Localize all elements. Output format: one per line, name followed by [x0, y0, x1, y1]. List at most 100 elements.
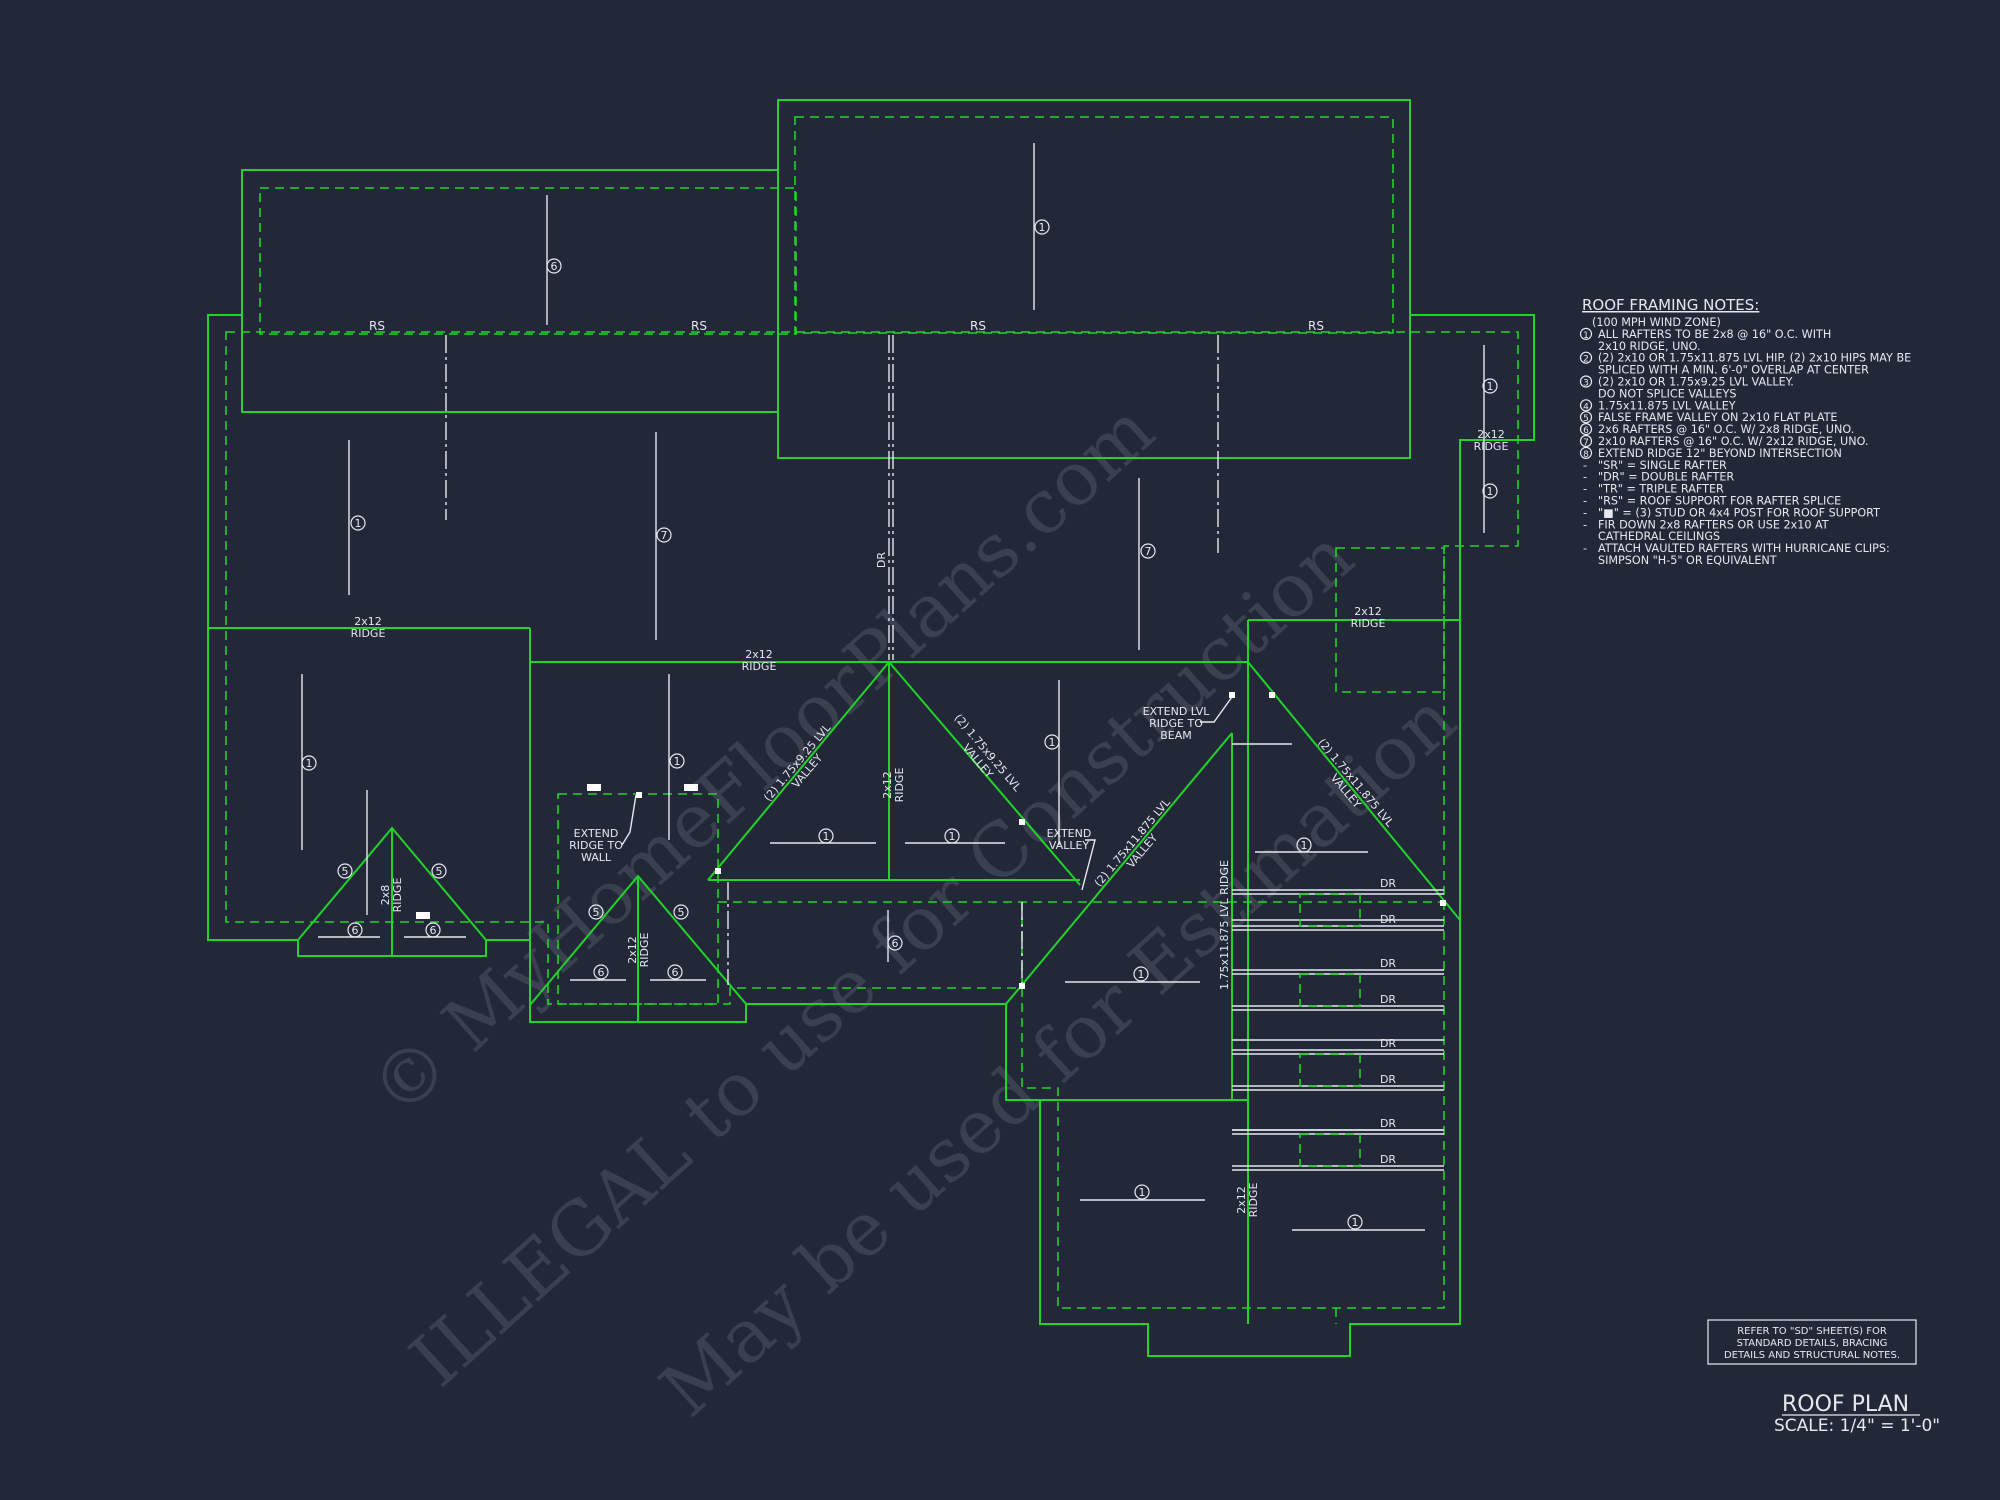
svg-text:6: 6 [352, 924, 359, 937]
note-item: -FIR DOWN 2x8 RAFTERS OR USE 2x10 AT [1583, 518, 1829, 531]
note-bullet: - [1583, 483, 1587, 496]
dr-label: DR [1380, 957, 1396, 970]
rs-label: RS [970, 319, 986, 333]
svg-text:1: 1 [1049, 736, 1056, 749]
note-text: 2x10 RIDGE, UNO. [1598, 340, 1701, 353]
reference-note: REFER TO "SD" SHEET(S) FOR STANDARD DETA… [1707, 1319, 1917, 1365]
ridge-size-label: 2x12 [1477, 428, 1505, 441]
svg-text:1: 1 [1352, 1216, 1359, 1229]
tag-6: 6 [593, 964, 609, 980]
note-text: DO NOT SPLICE VALLEYS [1598, 387, 1736, 400]
ridge-label: RIDGE [1247, 1183, 1260, 1218]
note-item: 5 FALSE FRAME VALLEY ON 2x10 FLAT PLATE [1579, 411, 1838, 424]
note-bullet: - [1583, 495, 1587, 508]
note-item: -"RS" = ROOF SUPPORT FOR RAFTER SPLICE [1583, 495, 1841, 508]
post-marker [1229, 692, 1235, 698]
wall-lines [225, 116, 1519, 1324]
note-bullet: - [1583, 471, 1587, 484]
dr-label: DR [1380, 1153, 1396, 1166]
svg-text:1: 1 [823, 830, 830, 843]
svg-text:7: 7 [1145, 545, 1152, 558]
tag-1: 1 [1347, 1214, 1363, 1230]
drawing-scale: SCALE: 1/4" = 1'-0" [1774, 1416, 1940, 1436]
note-text: "TR" = TRIPLE RAFTER [1598, 483, 1724, 496]
tag-5: 5 [337, 863, 353, 879]
note-item: SPLICED WITH A MIN. 6'-0" OVERLAP AT CEN… [1598, 364, 1869, 377]
callout-line: VALLEY [1049, 839, 1090, 852]
tag-1: 1 [1482, 483, 1498, 499]
tag-1: 1 [944, 828, 960, 844]
ridge-lines [445, 335, 1219, 988]
note-item: DO NOT SPLICE VALLEYS [1598, 387, 1736, 400]
tag-1: 1 [818, 828, 834, 844]
rafter-arrows [301, 143, 1485, 1231]
vertical-ridge-label: 2x12 RIDGE [881, 768, 906, 803]
callout-extend-lvl-ridge: EXTEND LVL RIDGE TO BEAM [1143, 696, 1233, 742]
tag-5: 5 [673, 904, 689, 920]
ridge-label: RIDGE [638, 933, 651, 968]
watermark: © MyHomeFloorPlans.com ILLEGAL to use fo… [354, 387, 1472, 1434]
dr-label: DR [1380, 1037, 1396, 1050]
note-number-circle [1579, 375, 1593, 388]
vertical-ridge-label: 2x8 RIDGE [379, 878, 404, 913]
reference-line: STANDARD DETAILS, BRACING [1737, 1338, 1888, 1349]
callout-line: EXTEND [1047, 827, 1092, 840]
svg-text:1: 1 [306, 757, 313, 770]
svg-text:1: 1 [1138, 968, 1145, 981]
lvl-ridge-label: 1.75x11.875 LVL RIDGE [1218, 860, 1231, 990]
tag-7: 7 [656, 527, 672, 543]
svg-text:7: 7 [661, 529, 668, 542]
ridge-size-label: 2x12 [626, 936, 639, 964]
dr-label: DR [875, 552, 888, 568]
callout-line: EXTEND LVL [1143, 705, 1211, 718]
post-marker [1269, 692, 1275, 698]
tag-1: 1 [1034, 219, 1050, 235]
note-number: 5 [1583, 414, 1589, 424]
callout-line: RIDGE TO [569, 839, 623, 852]
note-item: SIMPSON "H-5" OR EQUIVALENT [1598, 554, 1777, 567]
note-number: 6 [1583, 426, 1589, 436]
callout-line: RIDGE TO [1149, 717, 1203, 730]
tag-6: 6 [546, 258, 562, 274]
note-item: 3(2) 2x10 OR 1.75x9.25 LVL VALLEY. [1579, 375, 1794, 389]
note-number-circle [1579, 399, 1593, 412]
svg-text:5: 5 [593, 906, 600, 919]
title-block: ROOF PLAN SCALE: 1/4" = 1'-0" [1774, 1392, 1940, 1436]
note-text: EXTEND RIDGE 12" BEYOND INTERSECTION [1598, 447, 1842, 460]
svg-text:1: 1 [1301, 839, 1308, 852]
note-number: 4 [1583, 402, 1589, 412]
svg-text:6: 6 [430, 924, 437, 937]
svg-text:6: 6 [551, 260, 558, 273]
svg-text:6: 6 [892, 937, 899, 950]
tag-6: 6 [887, 935, 903, 951]
tag-6: 6 [425, 922, 441, 938]
note-text: FIR DOWN 2x8 RAFTERS OR USE 2x10 AT [1598, 518, 1829, 531]
posts [416, 692, 1446, 989]
note-item: 2(2) 2x10 OR 1.75x11.875 LVL HIP. (2) 2x… [1579, 351, 1911, 365]
svg-text:1: 1 [1139, 1186, 1146, 1199]
ridge-size-label: 2x12 [354, 615, 382, 628]
post-marker [587, 784, 601, 791]
dr-label: DR [1380, 877, 1396, 890]
note-number-circle [1579, 446, 1593, 459]
ridge-size-label: 2x12 [1354, 605, 1382, 618]
note-item: -ATTACH VAULTED RAFTERS WITH HURRICANE C… [1583, 542, 1890, 555]
note-text: FALSE FRAME VALLEY ON 2x10 FLAT PLATE [1598, 411, 1838, 424]
note-text: (100 MPH WIND ZONE) [1592, 316, 1721, 329]
valley-label: (2) 1.75x9.25 LVL VALLEY [952, 712, 1025, 795]
svg-text:1: 1 [674, 755, 681, 768]
note-number-circle [1579, 351, 1593, 364]
note-number-circle [1579, 411, 1593, 424]
callout-line: EXTEND [574, 827, 619, 840]
notes-title: ROOF FRAMING NOTES: [1582, 296, 1759, 314]
tag-5: 5 [431, 863, 447, 879]
note-item: -"SR" = SINGLE RAFTER [1583, 459, 1727, 472]
svg-text:1: 1 [1039, 221, 1046, 234]
note-text: "RS" = ROOF SUPPORT FOR RAFTER SPLICE [1598, 495, 1841, 508]
roof-outline [207, 99, 1535, 1357]
tag-1: 1 [1044, 734, 1060, 750]
callout-line: WALL [581, 851, 612, 864]
